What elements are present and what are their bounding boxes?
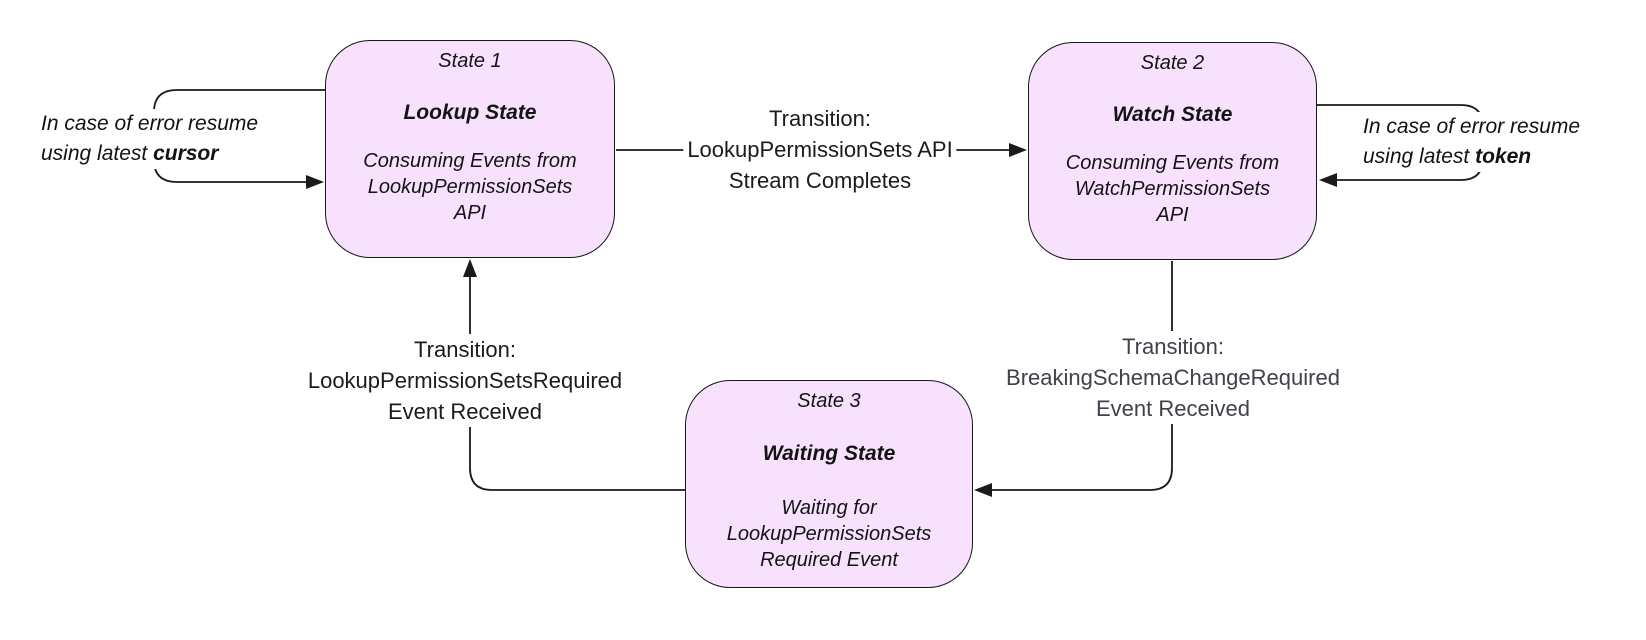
transition-label-breaking-schema-change: Transition: BreakingSchemaChangeRequired… — [1002, 331, 1344, 424]
arrowhead-into-state1-bottom — [463, 259, 477, 277]
arrowhead-into-state2-right — [1319, 173, 1337, 187]
transition-label-line: Stream Completes — [728, 168, 912, 193]
transition-label-lookup-stream-completes: Transition: LookupPermissionSets API Str… — [683, 103, 957, 196]
state-number: State 2 — [1140, 52, 1205, 74]
error-note-cursor: In case of error resume using latest cur… — [38, 109, 262, 169]
state-box-watch: State 2 Watch State Consuming Events fro… — [1028, 42, 1317, 260]
transition-label-line: BreakingSchemaChangeRequired — [1006, 365, 1340, 390]
arrowhead-into-state3-right — [974, 483, 992, 497]
error-note-keyword: cursor — [153, 142, 219, 165]
transition-label-line: Event Received — [387, 399, 543, 424]
state-description-line: LookupPermissionSets — [726, 523, 932, 545]
state-box-waiting: State 3 Waiting State Waiting for Lookup… — [685, 380, 973, 588]
error-note-line: In case of error resume — [1363, 115, 1581, 138]
transition-label-lookup-required-event: Transition: LookupPermissionSetsRequired… — [303, 334, 627, 427]
error-note-keyword: token — [1475, 145, 1532, 168]
transition-label-line: Transition: — [414, 337, 516, 362]
error-note-prefix: using latest — [1363, 145, 1476, 168]
arrowhead-into-state2-left — [1009, 143, 1027, 157]
error-note-line: using latest cursor — [41, 139, 258, 169]
state-description-line: Consuming Events from — [363, 150, 577, 172]
state-description-line: Required Event — [760, 549, 898, 571]
state-name: Waiting State — [762, 442, 896, 465]
connector-state3-state1 — [469, 277, 685, 491]
state-description: Consuming Events from LookupPermissionSe… — [326, 148, 614, 226]
transition-label-line: Event Received — [1095, 396, 1251, 421]
state-box-lookup: State 1 Lookup State Consuming Events fr… — [325, 40, 615, 258]
transition-label-line: LookupPermissionSets API — [687, 137, 953, 162]
state-number: State 3 — [797, 390, 861, 412]
state-description-line: API — [1156, 204, 1189, 226]
error-note-line: In case of error resume — [41, 112, 259, 135]
state-number: State 1 — [438, 50, 502, 72]
state-description: Consuming Events from WatchPermissionSet… — [1029, 150, 1316, 228]
state-description-line: WatchPermissionSets — [1074, 178, 1271, 200]
state-name: Lookup State — [403, 101, 537, 124]
state-description-line: API — [453, 202, 487, 224]
state-description-line: Consuming Events from — [1065, 152, 1280, 174]
state-description-line: Waiting for — [781, 497, 877, 519]
state-description-line: LookupPermissionSets — [367, 176, 573, 198]
state-description: Waiting for LookupPermissionSets Require… — [686, 495, 972, 573]
state-name: Watch State — [1112, 103, 1233, 126]
error-note-line: using latest token — [1363, 142, 1580, 172]
transition-label-line: Transition: — [1122, 334, 1224, 359]
arrowhead-into-state1-left — [306, 175, 324, 189]
connector-state2-state3 — [991, 261, 1173, 491]
error-note-token: In case of error resume using latest tok… — [1360, 112, 1584, 172]
error-note-prefix: using latest — [41, 142, 154, 165]
transition-label-line: LookupPermissionSetsRequired — [307, 368, 623, 393]
transition-label-line: Transition: — [769, 106, 871, 131]
